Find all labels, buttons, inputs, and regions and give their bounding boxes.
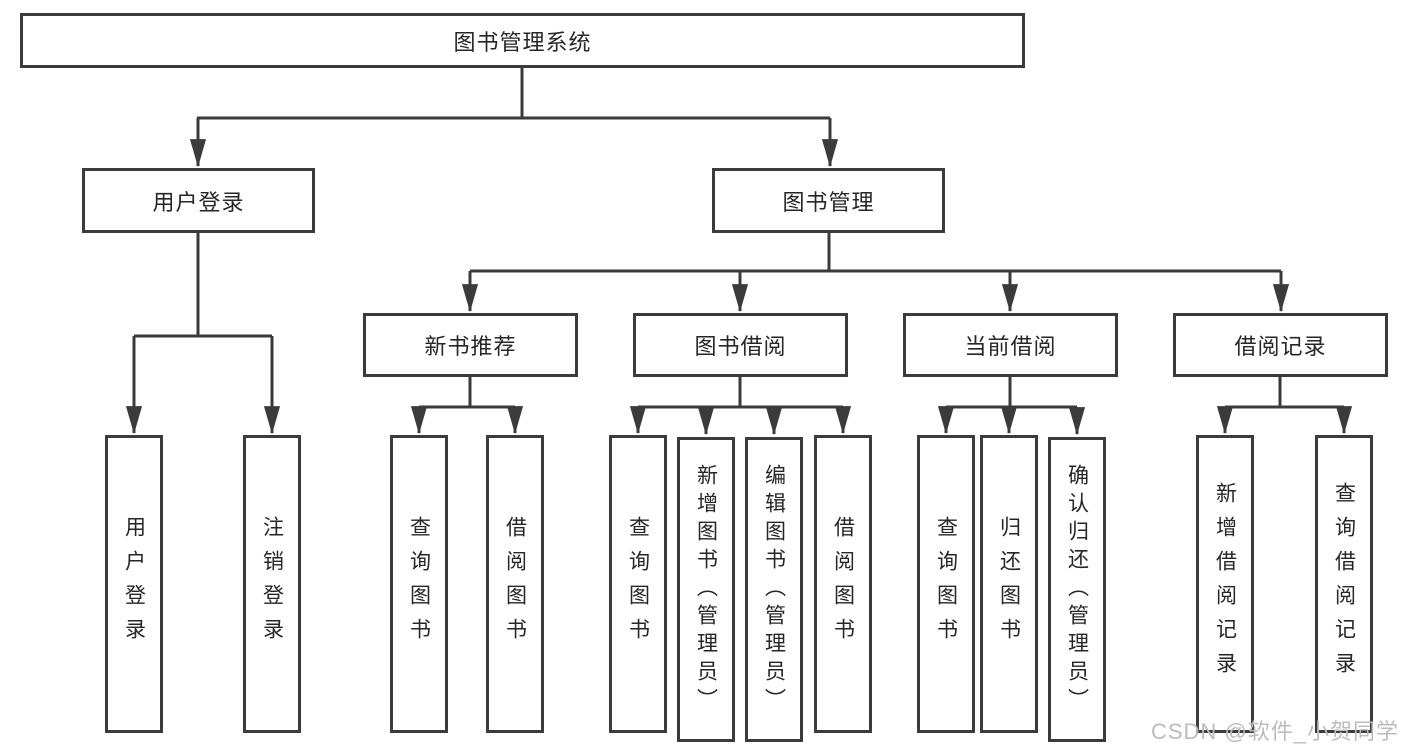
node-book-borrow: 图书借阅 xyxy=(633,313,848,377)
leaf-logout: 注销登录 xyxy=(243,435,301,733)
leaf-records-add-record: 新增借阅记录 xyxy=(1196,435,1254,733)
node-new-book-recommend: 新书推荐 xyxy=(363,313,578,377)
node-borrow-records: 借阅记录 xyxy=(1173,313,1388,377)
leaf-recommend-query-book: 查询图书 xyxy=(390,435,448,733)
node-user-login: 用户登录 xyxy=(82,168,315,233)
leaf-borrow-add-book-admin: 新增图书（管理员） xyxy=(677,437,735,742)
node-book-management: 图书管理 xyxy=(712,168,945,233)
leaf-user-login: 用户登录 xyxy=(105,435,163,733)
leaf-recommend-borrow-book: 借阅图书 xyxy=(486,435,544,733)
leaf-records-query-record: 查询借阅记录 xyxy=(1315,435,1373,733)
leaf-current-query-book: 查询图书 xyxy=(917,435,975,733)
node-root: 图书管理系统 xyxy=(20,13,1025,68)
leaf-current-return-book: 归还图书 xyxy=(980,435,1038,733)
leaf-borrow-edit-book-admin: 编辑图书（管理员） xyxy=(745,437,803,742)
leaf-current-confirm-return-admin: 确认归还（管理员） xyxy=(1048,437,1106,742)
watermark: CSDN @软件_小贺同学 xyxy=(1150,719,1399,744)
node-current-borrow: 当前借阅 xyxy=(903,313,1118,377)
leaf-borrow-query-book: 查询图书 xyxy=(609,435,667,733)
leaf-borrow-borrow-book: 借阅图书 xyxy=(814,435,872,733)
